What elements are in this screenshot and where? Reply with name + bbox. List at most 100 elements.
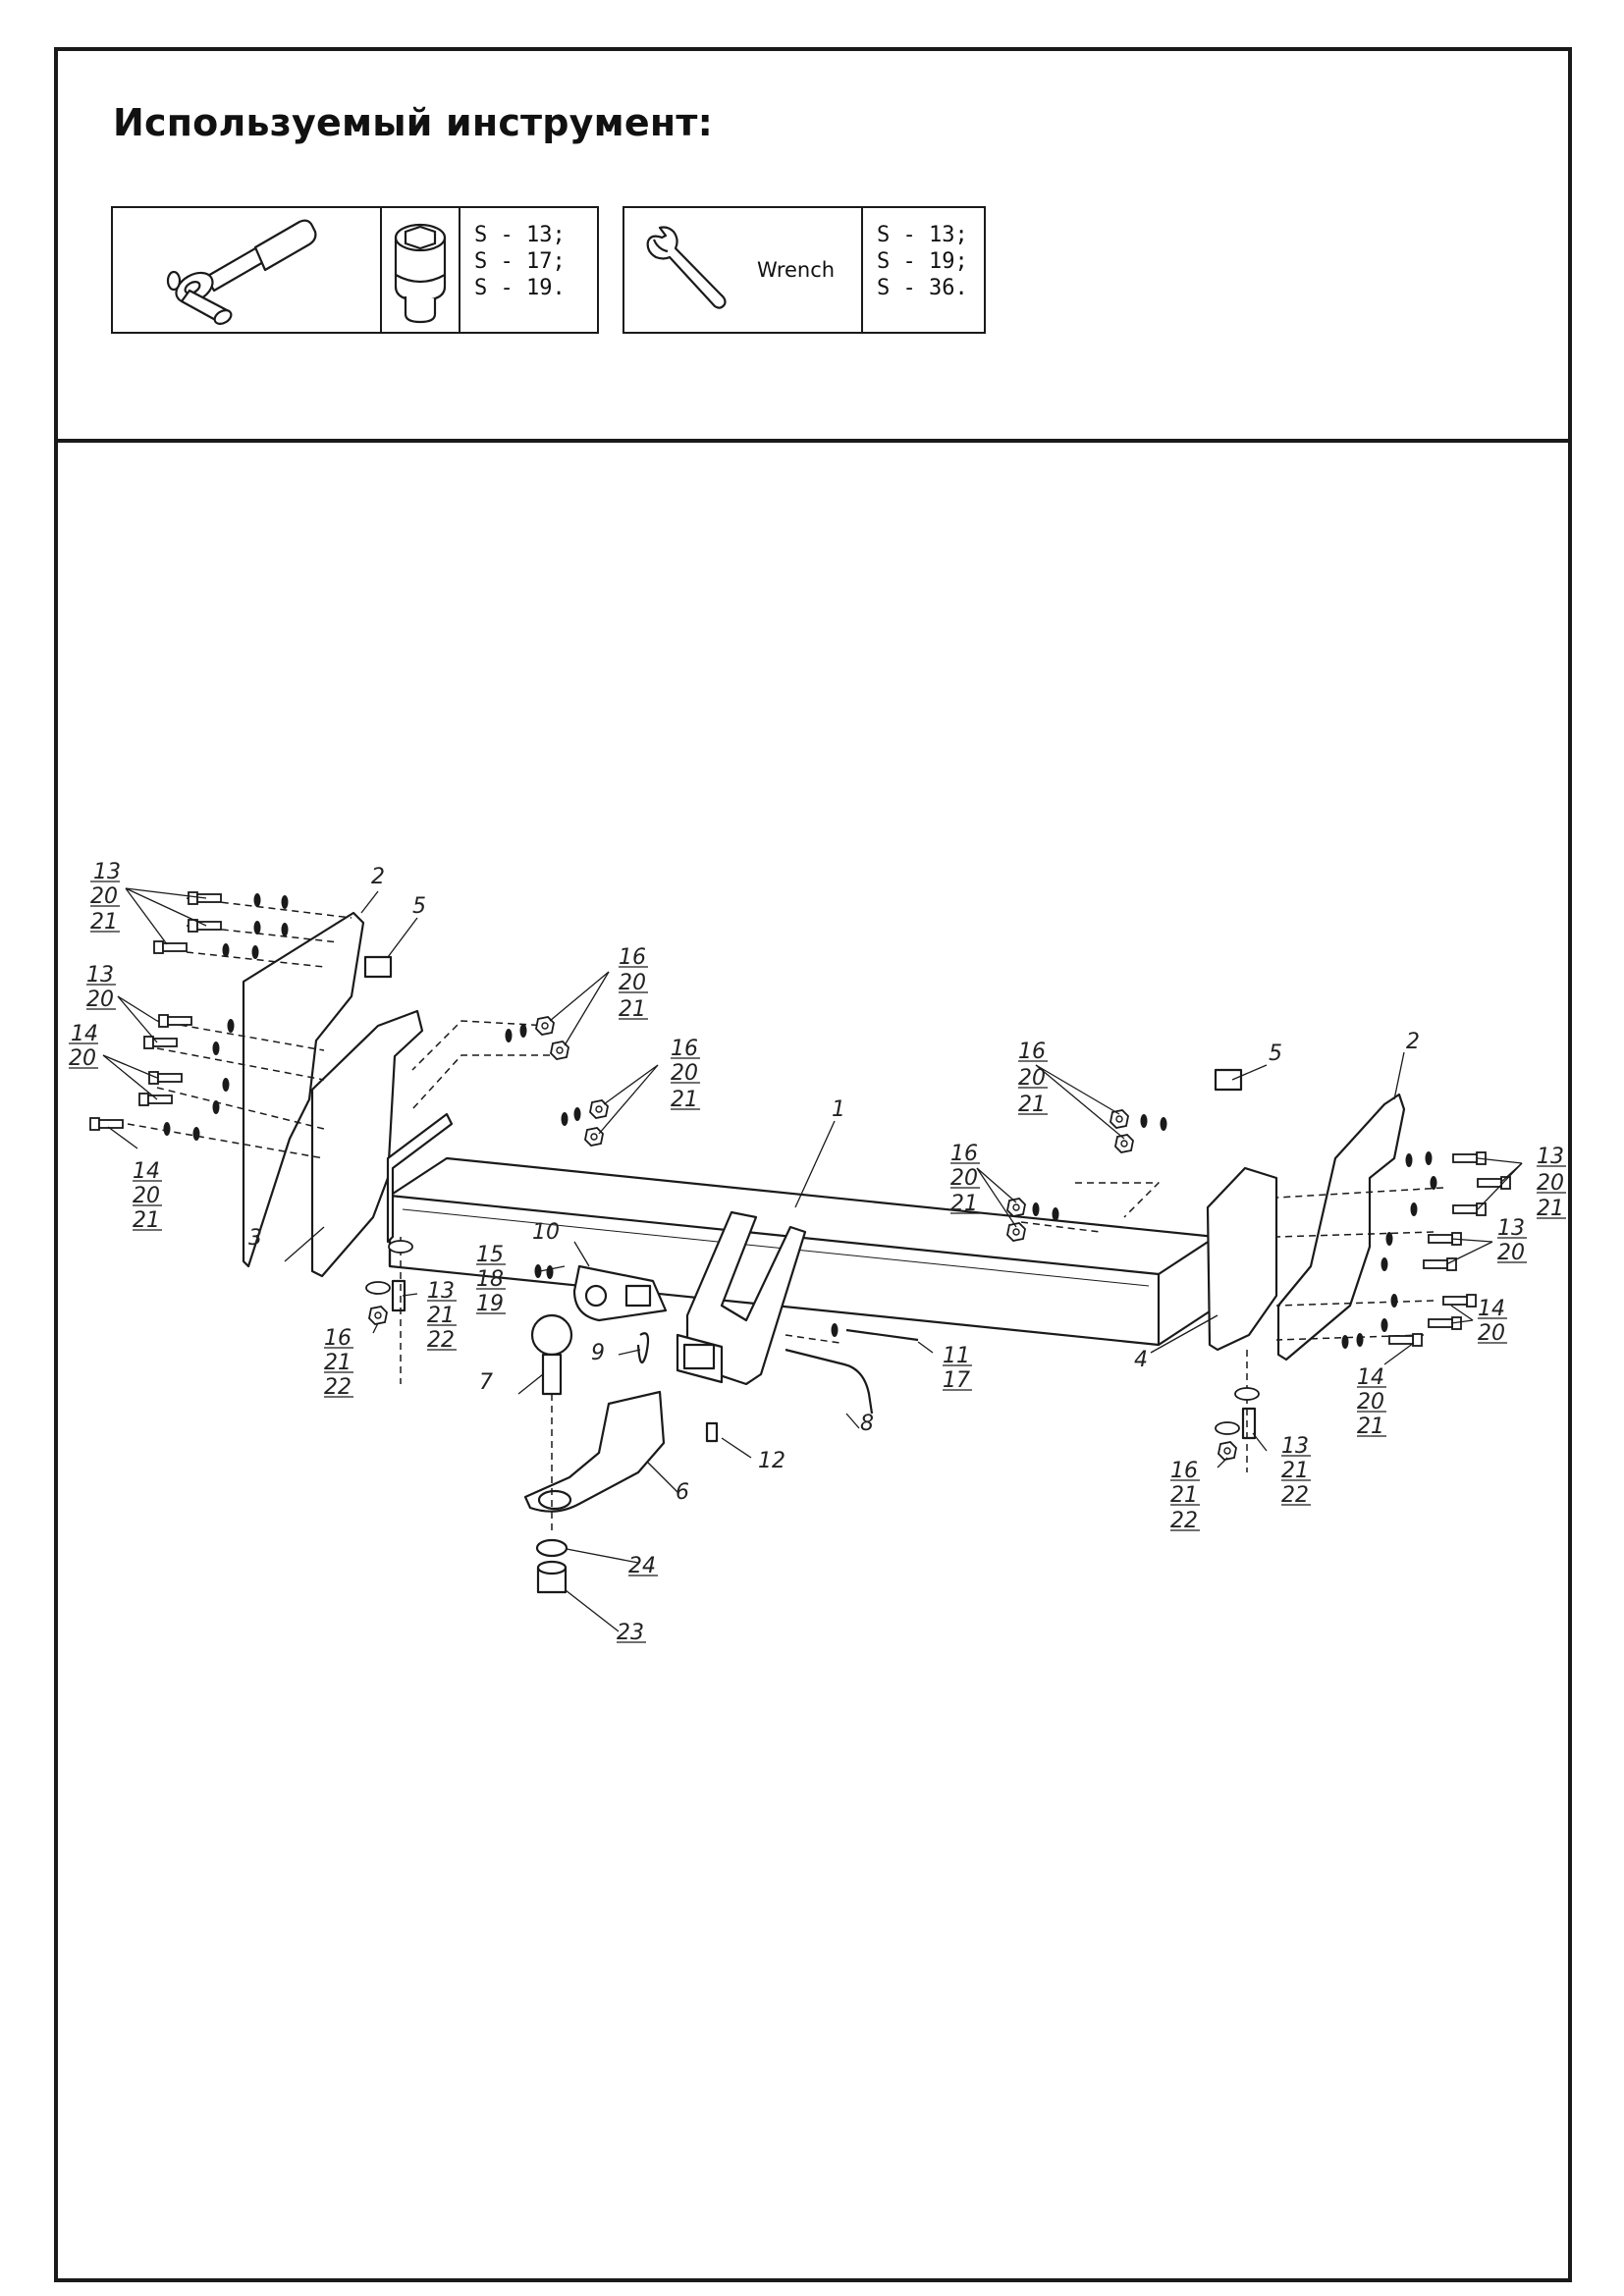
callout: 22 [1170,1509,1198,1533]
callout: 15 [476,1243,504,1267]
callout: 16 [671,1037,698,1061]
callout: 17 [943,1368,970,1393]
callout: 4 [1134,1348,1148,1372]
vertical-bolt-right [1241,1407,1257,1440]
callout: 14 [71,1022,98,1046]
callout: 5 [412,894,426,919]
callout: 20 [90,884,118,909]
fasteners [89,891,1511,1461]
callout: 8 [860,1412,874,1436]
wrench-size: S - 36. [877,276,968,300]
callout: 12 [758,1449,785,1473]
callout-underlines [69,881,1566,1643]
clip-9 [636,1332,650,1364]
left-end-plate [386,1112,454,1244]
callout: 11 [943,1344,970,1368]
callout: 16 [950,1142,978,1166]
callout: 22 [1281,1483,1309,1508]
callout: 20 [1537,1171,1564,1196]
towbar-exploded-diagram: 13 20 21 2 5 13 20 14 20 14 20 21 3 16 2… [69,860,1566,1645]
callout: 20 [671,1061,698,1086]
ball-mount [523,1390,666,1513]
callout: 20 [69,1046,96,1071]
callout: 13 [1497,1216,1525,1241]
callout: 21 [133,1208,160,1233]
crossbeam [388,1156,1218,1347]
callout: 10 [532,1220,560,1245]
callout: 16 [324,1326,352,1351]
ratchet-cell [113,208,380,332]
wrench-cell: Wrench [624,208,861,332]
callouts: 13 20 21 2 5 13 20 14 20 14 20 21 3 16 2… [69,860,1564,1645]
callout: 20 [133,1184,160,1208]
socket-sizes: S - 13; S - 17; S - 19. [459,208,597,332]
callout: 20 [619,971,646,995]
callout: 21 [1357,1415,1384,1439]
washer-24 [535,1538,568,1558]
callout: 2 [1406,1030,1420,1054]
callout: 21 [1281,1459,1309,1483]
callout: 22 [427,1328,455,1353]
bolt-12 [705,1421,719,1443]
callout: 6 [676,1480,689,1505]
callout: 20 [1497,1241,1525,1265]
callout: 7 [479,1370,493,1395]
callout: 21 [1018,1093,1046,1117]
callout: 13 [93,860,121,884]
socket-size: S - 19. [474,276,566,300]
socket-plate [572,1264,668,1322]
callout: 20 [1357,1390,1384,1415]
callout: 13 [1537,1145,1564,1169]
socket-icon [394,223,447,324]
wrench-label: Wrench [757,258,836,282]
callout: 19 [476,1292,504,1316]
callout: 22 [324,1375,352,1400]
socket-cell [380,208,459,332]
pin-bolt-11 [845,1328,919,1342]
pin-8 [785,1348,874,1415]
left-bracket-3 [310,1009,424,1278]
left-bracket-2 [242,911,365,1268]
callout: 21 [427,1304,455,1328]
callout: 20 [1018,1066,1046,1091]
tow-ball [530,1313,573,1357]
plate-5-left [363,955,393,979]
callout: 18 [476,1267,504,1292]
page-title: Используемый инструмент: [113,101,713,144]
callout: 2 [371,865,385,889]
callout: 24 [628,1554,656,1578]
callout: 16 [1018,1040,1046,1064]
callout: 21 [1170,1483,1198,1508]
right-bracket-4 [1206,1166,1278,1352]
wrench-size: S - 13; [877,223,968,247]
diagram-panel [54,439,1572,2282]
receiver-gusset [685,1210,807,1386]
callout: 16 [619,945,646,970]
callout: 23 [617,1621,644,1645]
wrench-size: S - 19; [877,249,968,274]
callout: 20 [1478,1321,1505,1346]
callout: 21 [671,1088,698,1112]
callout: 1 [832,1097,845,1122]
ratchet-icon [166,219,317,325]
callout: 21 [90,910,118,934]
receiver-tube [676,1333,724,1384]
callout: 20 [86,988,114,1012]
callout: 16 [1170,1459,1198,1483]
callout: 3 [248,1226,262,1251]
wrench-tool-box: Wrench S - 13; S - 19; S - 36. [623,206,986,334]
callout: 21 [324,1351,352,1375]
callout: 14 [1478,1297,1505,1321]
callout: 21 [619,997,646,1022]
plate-5-right [1214,1068,1243,1092]
socket-tool-box: S - 13; S - 17; S - 19. [111,206,599,334]
callout: 13 [86,963,114,988]
callout: 20 [950,1166,978,1191]
callout: 14 [133,1159,160,1184]
callout: 5 [1269,1041,1282,1066]
wrench-icon [646,226,727,309]
callout: 21 [1537,1197,1564,1221]
callout: 9 [591,1341,605,1365]
socket-size: S - 17; [474,249,566,274]
callout: 21 [950,1192,978,1216]
